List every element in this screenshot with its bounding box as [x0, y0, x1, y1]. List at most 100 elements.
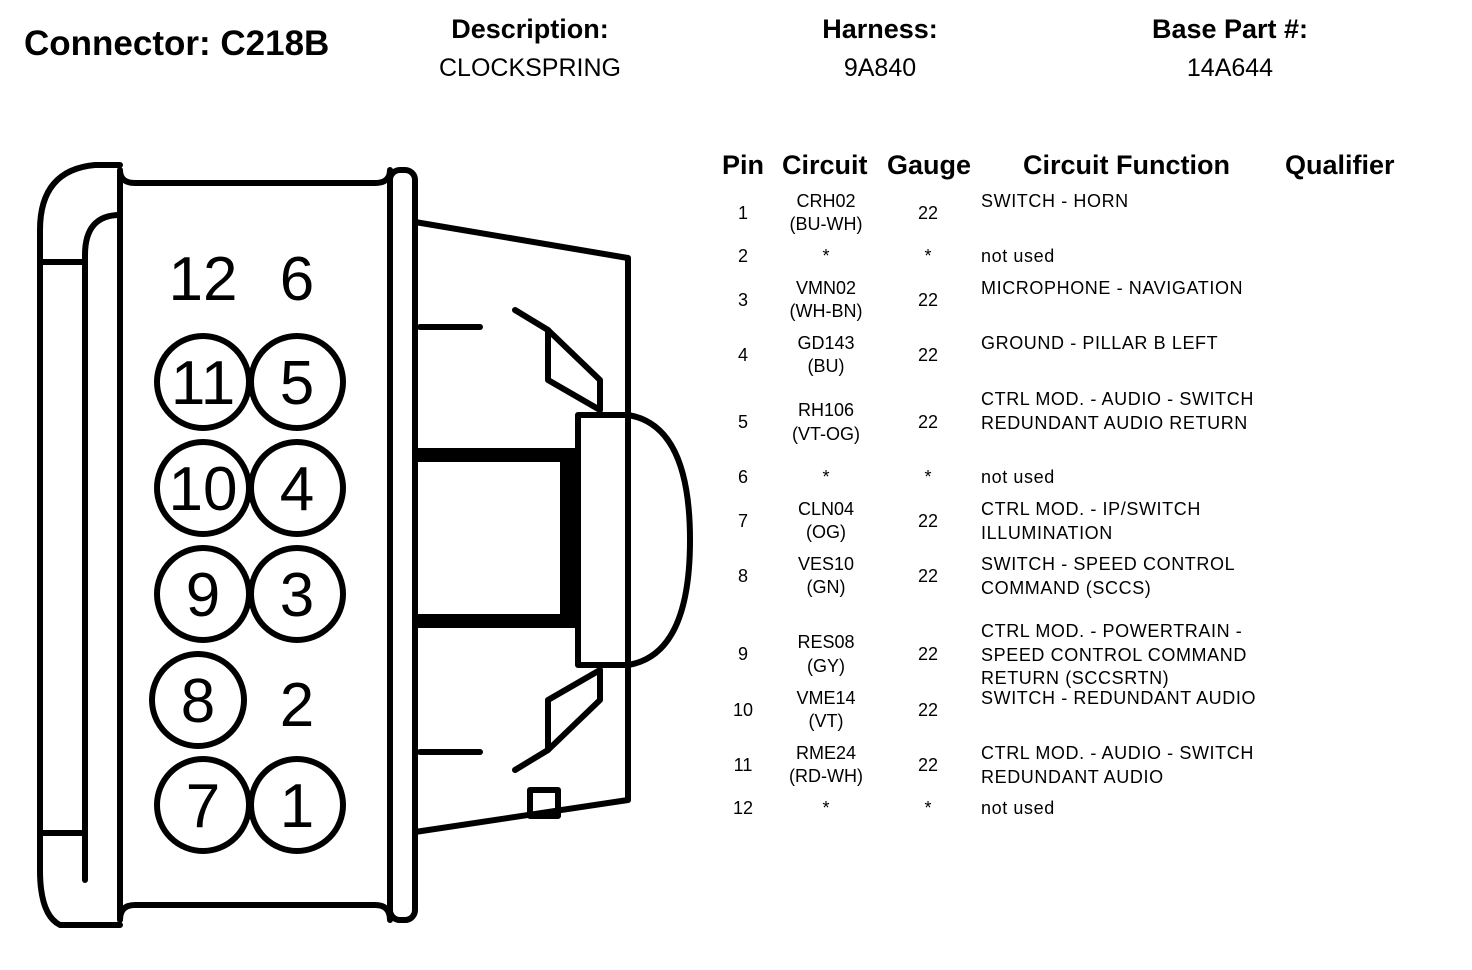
pin-number: 1 [737, 202, 748, 223]
pin-number: 12 [732, 797, 754, 818]
table-row: 6 * * not used [716, 466, 1456, 490]
circuit-function: SWITCH - HORN [981, 191, 1129, 211]
pin-number: 11 [733, 754, 753, 775]
wire-color: (GN) [806, 577, 846, 597]
gauge: 22 [917, 344, 939, 365]
description-label: Description: [451, 14, 609, 44]
latch-hook-lower [512, 667, 603, 773]
circuit-id: VES10 [797, 553, 855, 574]
connector-title: Connector: C218B [24, 24, 330, 63]
pin-number: 6 [737, 466, 748, 487]
wire-color: (BU-WH) [789, 214, 863, 234]
lock-nose [575, 412, 693, 668]
wire-color: (OG) [806, 522, 846, 542]
circuit-function: SWITCH - REDUNDANT AUDIO [981, 688, 1257, 708]
pin-label-3: 3 [280, 561, 314, 630]
pin-label-5: 5 [280, 349, 314, 418]
lock-bar [412, 449, 581, 627]
gauge: * [924, 466, 932, 487]
pin-number: 9 [737, 644, 748, 665]
gauge: 22 [917, 565, 939, 586]
pin-label-12: 12 [169, 245, 238, 314]
circuit-id: CLN04 [797, 498, 855, 519]
circuit-cell: RES08(GY) [776, 631, 876, 678]
pin-label-8: 8 [181, 667, 215, 736]
pin-number: 8 [737, 565, 748, 586]
lock-bar-band-bottom [415, 614, 578, 628]
circuit-id: RES08 [797, 632, 855, 653]
pin-cavity-5 [248, 333, 346, 431]
circuit-cell: RH106(VT-OG) [776, 399, 876, 446]
wire-color: (BU) [807, 356, 845, 376]
lock-bar-band-right [560, 448, 578, 628]
housing-inner-shell [82, 212, 123, 883]
circuit-cell: GD143 (BU) [776, 332, 876, 379]
latch-hook-upper-inner [545, 327, 603, 413]
gauge: 22 [917, 699, 939, 720]
description-value: CLOCKSPRING [439, 54, 621, 82]
circuit-id: VMN02 [795, 277, 857, 298]
pin-number: 5 [737, 412, 748, 433]
column-header-gauge: Gauge [887, 150, 972, 180]
circuit-function: CTRL MOD. - IP/SWITCH ILLUMINATION [981, 499, 1201, 543]
circuit-id: VME14 [796, 687, 856, 708]
gauge: * [924, 245, 932, 266]
column-header-qualifier: Qualifier [1285, 150, 1395, 180]
circuit-function: not used [981, 467, 1055, 487]
circuit-cell: VES10 (GN) [776, 553, 876, 600]
circuit-id: * [822, 466, 830, 487]
table-row: 10 VME14(VT) 22 SWITCH - REDUNDANT AUDIO [716, 687, 1456, 734]
circuit-id: * [822, 245, 830, 266]
circuit-function: GROUND - PILLAR B LEFT [981, 333, 1219, 353]
table-row: 12**not used [716, 797, 1456, 821]
pin-label-2: 2 [280, 671, 314, 740]
circuit-function: not used [981, 246, 1055, 266]
gauge: * [924, 797, 932, 818]
connector-rail [387, 167, 418, 923]
connector-body [117, 167, 393, 923]
pin-label-11: 11 [171, 349, 235, 418]
latch-foot [527, 787, 561, 819]
pin-cavity-1 [248, 756, 346, 854]
gauge: 22 [917, 644, 939, 665]
column-header-circuit-function: Circuit Function [1023, 150, 1230, 180]
circuit-function: CTRL MOD. - AUDIO - SWITCH REDUNDANT AUD… [981, 389, 1254, 433]
column-header-circuit: Circuit [782, 150, 868, 180]
circuit-cell: CRH02 (BU-WH) [776, 190, 876, 237]
circuit-id: CRH02 [796, 190, 856, 211]
circuit-cell: VME14(VT) [776, 687, 876, 734]
base-part-value: 14A644 [1186, 54, 1274, 82]
base-part-label: Base Part #: [1151, 14, 1309, 44]
wire-color: (VT-OG) [792, 423, 860, 444]
pin-number: 10 [732, 699, 754, 720]
housing-outer-shell [37, 162, 123, 928]
circuit-id: GD143 [797, 332, 855, 353]
pin-label-6: 6 [280, 245, 314, 314]
circuit-id: RME24 [795, 742, 857, 763]
circuit-id: * [822, 797, 830, 818]
description-block: Description: CLOCKSPRING [410, 14, 650, 83]
harness-value: 9A840 [843, 54, 917, 82]
table-row: 2**not used [716, 245, 1456, 269]
circuit-function: CTRL MOD. - AUDIO - SWITCH REDUNDANT AUD… [981, 743, 1254, 787]
gauge: 22 [917, 289, 939, 310]
pin-number: 4 [737, 344, 748, 365]
wire-color: (RD-WH) [789, 766, 863, 786]
gauge: 22 [917, 510, 939, 531]
latch-hook-lower-inner [545, 667, 603, 753]
pin-label-4: 4 [280, 455, 314, 524]
circuit-cell: CLN04 (OG) [776, 498, 876, 545]
pin-label-7: 7 [186, 772, 220, 841]
base-part-block: Base Part #: 14A644 [1120, 14, 1340, 83]
pin-cavity-3 [248, 545, 346, 643]
wire-color: (GY) [807, 655, 845, 676]
